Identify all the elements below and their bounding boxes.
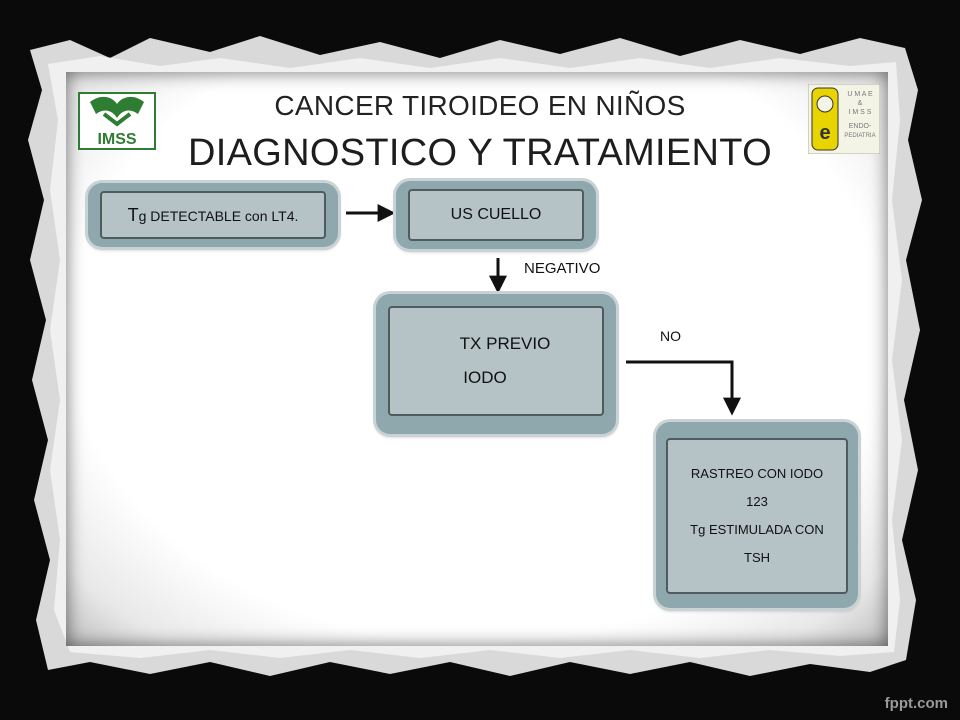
svg-text:e: e <box>819 122 830 144</box>
imss-logo: IMSS <box>78 92 156 150</box>
node-rastreo-line-1: RASTREO CON IODO <box>690 466 824 481</box>
edge-label-no: NO <box>660 328 681 344</box>
node-rastreo-line-2: 123 <box>746 494 768 509</box>
logo-right-line-5: PEDIATRIA <box>844 133 875 139</box>
node-tx-previo-iodo: TX PREVIO IODO <box>376 294 616 434</box>
node-tg-detectable: Tg DETECTABLE con LT4. <box>88 183 338 247</box>
node-rastreo-line-3: Tg ESTIMULADA CON <box>690 522 824 537</box>
watermark: fppt.com <box>884 695 948 712</box>
node-us-text: US CUELLO <box>450 206 542 223</box>
title-line-2: DIAGNOSTICO Y TRATAMIENTO <box>188 132 772 174</box>
umae-endopediatria-logo: e U M A E & I M S S ENDO- PEDIATRIA <box>808 84 880 154</box>
logo-right-line-3: I M S S <box>849 109 872 116</box>
node-rastreo-line-4: TSH <box>744 550 770 565</box>
logo-right-line-1: U M A E <box>847 91 873 98</box>
node-tx-line-2: IODO <box>463 368 507 387</box>
node-tx-line-1: TX PREVIO <box>459 334 551 353</box>
logo-right-line-2: & <box>858 100 863 107</box>
imss-logo-text: IMSS <box>97 131 136 148</box>
title-line-1: CANCER TIROIDEO EN NIÑOS <box>274 90 686 121</box>
node-tg-big-letter: T <box>127 204 139 225</box>
node-rastreo-iodo: RASTREO CON IODO 123 Tg ESTIMULADA CON T… <box>656 422 858 608</box>
node-us-cuello: US CUELLO <box>396 181 596 249</box>
arrow-tx-to-rastreo <box>626 360 741 416</box>
node-tg-text: g DETECTABLE con LT4. <box>138 207 299 224</box>
logo-right-line-4: ENDO- <box>849 123 872 130</box>
edge-label-negativo: NEGATIVO <box>524 260 601 277</box>
